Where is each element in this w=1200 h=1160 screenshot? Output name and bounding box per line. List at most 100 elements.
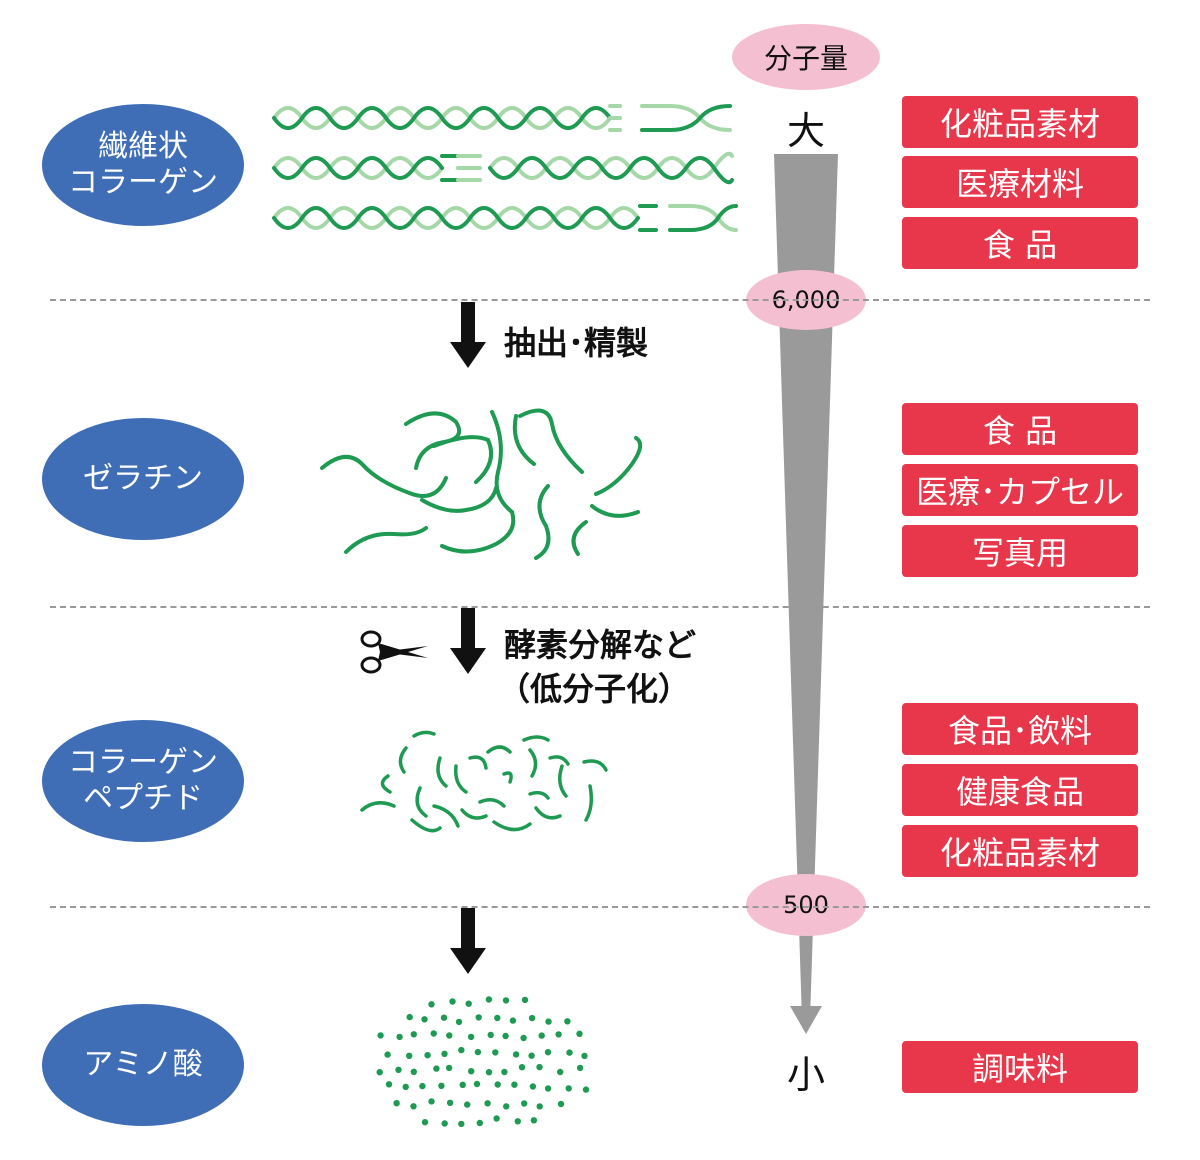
use-tag: 食 品 xyxy=(902,217,1138,269)
small-label: 小 xyxy=(786,1053,825,1097)
arrow-down-icon xyxy=(450,908,486,974)
amino-acid-dot xyxy=(521,996,529,1004)
amino-acid-dot xyxy=(421,1016,428,1023)
use-tag: 写真用 xyxy=(902,525,1138,577)
amino-acid-dot xyxy=(493,1115,500,1122)
use-tag: 調味料 xyxy=(902,1041,1138,1093)
amino-acid-dot xyxy=(564,1018,571,1025)
separator-3 xyxy=(50,906,1150,908)
amino-acid-dot xyxy=(410,1031,417,1038)
amino-acid-dot xyxy=(512,1051,520,1058)
amino-acid-dot xyxy=(576,1030,583,1037)
gauge-wedge xyxy=(774,154,838,1020)
use-tag: 食品･飲料 xyxy=(902,703,1138,755)
amino-acid-dot xyxy=(385,1081,393,1088)
amino-acid-dot xyxy=(428,1001,435,1008)
amino-acid-dot xyxy=(565,1085,572,1092)
amino-acid-dot xyxy=(485,1069,493,1076)
amino-acid-dot xyxy=(529,1083,537,1090)
amino-acid-illustration xyxy=(376,996,590,1128)
process-enzyme-sub-label: （低分子化） xyxy=(498,670,691,708)
amino-acid-dot xyxy=(458,1046,465,1054)
arrow-down-icon xyxy=(450,608,486,674)
amino-acid-dot xyxy=(538,1032,545,1039)
use-tag: 医療･カプセル xyxy=(902,464,1138,516)
amino-acid-dot xyxy=(406,1013,413,1021)
amino-acid-dot xyxy=(494,1081,501,1088)
amino-acid-dot xyxy=(582,1086,590,1093)
amino-acid-dot xyxy=(402,1083,409,1091)
amino-acid-dot xyxy=(501,1068,508,1076)
amino-acid-dot xyxy=(581,1052,588,1060)
use-tag: 食 品 xyxy=(902,403,1138,455)
scissors-icon xyxy=(360,630,428,674)
amino-acid-dot xyxy=(536,1103,543,1110)
collagen-peptide-illustration xyxy=(360,730,608,833)
amino-acid-dot xyxy=(576,1064,584,1072)
amino-acid-dot xyxy=(410,1103,417,1110)
amino-acid-dot xyxy=(475,1014,482,1021)
amino-acid-dot xyxy=(464,1101,471,1108)
amino-acid-dot xyxy=(502,1032,509,1040)
amino-acid-dot xyxy=(446,1032,453,1039)
amino-acid-dot xyxy=(484,1100,491,1107)
amino-acid-dot xyxy=(557,1068,564,1076)
amino-acid-dot xyxy=(536,1063,543,1071)
amino-acid-dot xyxy=(530,1117,538,1124)
gelatin-illustration xyxy=(320,408,643,560)
amino-acid-dot xyxy=(424,1052,431,1059)
amino-acid-dot xyxy=(438,1082,445,1089)
amino-acid-dot xyxy=(433,1065,440,1072)
amino-acid-dot xyxy=(503,1103,510,1110)
amino-acid-dot xyxy=(555,1031,562,1038)
amino-acid-dot xyxy=(465,1000,472,1007)
molecular-weight-title: 分子量 xyxy=(732,24,880,90)
amino-acid-dot xyxy=(518,1064,526,1071)
arrow-down-icon xyxy=(450,302,486,368)
amino-acid-dot xyxy=(384,1051,391,1058)
use-tag: 健康食品 xyxy=(902,764,1138,816)
fibrous-collagen-illustration xyxy=(272,104,738,232)
amino-acid-dot xyxy=(376,1069,383,1076)
amino-acid-dot xyxy=(487,1031,494,1039)
amino-acid-dot xyxy=(421,1119,429,1126)
amino-acid-dot xyxy=(494,1014,501,1022)
use-tag: 医療材料 xyxy=(902,156,1138,208)
amino-acid-dot xyxy=(528,1052,535,1059)
process-enzyme-label: 酵素分解など xyxy=(504,626,697,664)
amino-acid-dot xyxy=(467,1033,475,1041)
amino-acid-dot xyxy=(509,1017,517,1024)
amino-acid-dot xyxy=(449,998,456,1005)
amino-acid-dot xyxy=(393,1100,400,1107)
amino-acid-dot xyxy=(544,1085,552,1092)
separator-1 xyxy=(50,299,1150,301)
amino-acid-dot xyxy=(474,1048,482,1056)
large-label: 大 xyxy=(786,109,825,153)
amino-acid-dot xyxy=(410,1068,417,1075)
amino-acid-dot xyxy=(419,1082,426,1090)
process-extract-label: 抽出･精製 xyxy=(504,324,649,362)
amino-acid-dot xyxy=(377,1032,384,1039)
stage-fibrous-collagen: 繊維状 コラーゲン xyxy=(42,104,244,226)
amino-acid-dot xyxy=(395,1066,402,1073)
amino-acid-dot xyxy=(446,1099,454,1106)
amino-acid-dot xyxy=(441,1050,448,1057)
amino-acid-dot xyxy=(557,1100,565,1108)
stage-collagen-peptide: コラーゲン ペプチド xyxy=(42,720,244,842)
amino-acid-dot xyxy=(545,1018,552,1025)
separator-2 xyxy=(50,606,1150,608)
stage-gelatin: ゼラチン xyxy=(42,418,244,540)
amino-acid-dot xyxy=(520,1034,527,1042)
use-tag: 化粧品素材 xyxy=(902,825,1138,877)
amino-acid-dot xyxy=(502,997,510,1004)
amino-acid-dot xyxy=(441,1120,448,1127)
amino-acid-dot xyxy=(485,996,493,1003)
stage-amino-acid: アミノ酸 xyxy=(42,1004,244,1126)
marker-500: 500 xyxy=(746,874,866,936)
amino-acid-dot xyxy=(476,1119,483,1127)
gauge-arrowhead xyxy=(790,1006,822,1034)
amino-acid-dot xyxy=(468,1068,475,1075)
amino-acid-dot xyxy=(528,1014,536,1022)
amino-acid-dot xyxy=(440,1014,448,1021)
amino-acid-dot xyxy=(396,1033,403,1041)
